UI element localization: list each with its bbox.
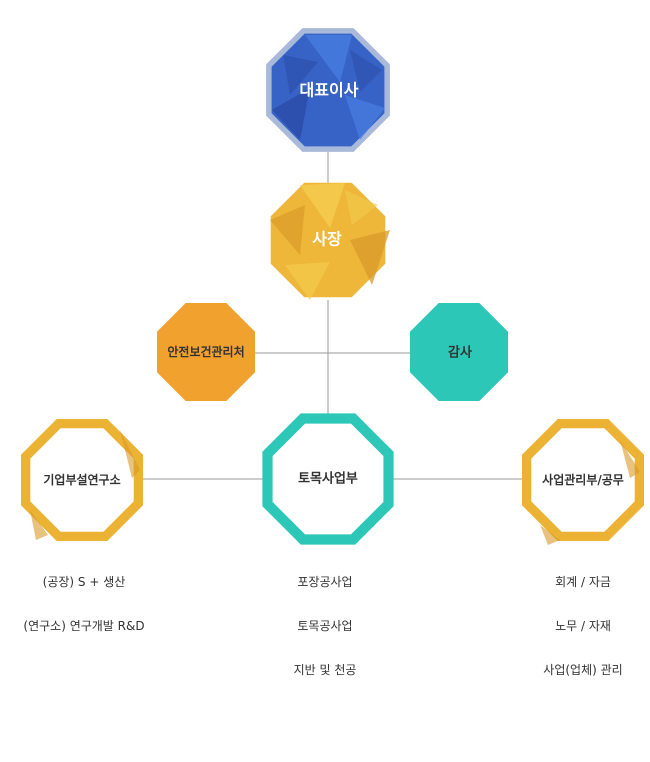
business-subitem: 회계 / 자금: [555, 575, 611, 589]
president-facet-3: [350, 230, 390, 285]
audit-label: 감사: [448, 345, 472, 361]
civil-label: 토목사업부: [298, 471, 358, 487]
connector-lines: [140, 150, 525, 480]
audit-shape: [410, 303, 508, 401]
safety-label: 안전보건관리처: [167, 344, 244, 359]
president-facet-2: [270, 205, 305, 255]
business-node[interactable]: 사업관리부/공무: [522, 419, 644, 545]
business-ring-shade-2: [540, 525, 560, 545]
ceo-facet-4: [283, 55, 318, 95]
president-facet-1: [300, 183, 345, 228]
civil-node[interactable]: 토목사업부: [262, 413, 394, 545]
civil-subitem: 토목공사업: [297, 619, 353, 633]
ceo-facet-5: [350, 50, 382, 92]
business-inner: [531, 428, 635, 532]
research-label: 기업부설연구소: [43, 472, 120, 487]
president-facet-5: [345, 190, 378, 225]
ceo-facet-2: [272, 88, 310, 140]
research-inner: [30, 428, 134, 532]
research-subitem: (공장) S + 생산: [42, 575, 126, 589]
civil-subitem: 지반 및 천공: [293, 663, 357, 677]
ceo-node[interactable]: 대표이사: [266, 28, 390, 152]
civil-subitem: 포장공사업: [297, 575, 353, 589]
research-ring-shade-1: [120, 430, 140, 478]
business-label: 사업관리부/공무: [542, 472, 624, 487]
civil-inner: [272, 423, 384, 535]
business-subitem: 노무 / 자재: [555, 619, 611, 633]
ceo-facet-1: [305, 35, 352, 82]
research-ring-shade-2: [30, 510, 48, 540]
civil-subitems: 포장공사업 토목공사업 지반 및 천공: [225, 560, 425, 692]
president-facet-4: [285, 262, 330, 300]
research-subitems: (공장) S + 생산 (연구소) 연구개발 R&D: [0, 560, 184, 648]
business-subitem: 사업(업체) 관리: [543, 663, 623, 677]
ceo-facet-3: [345, 95, 385, 140]
safety-shape: [157, 303, 255, 401]
president-label: 사장: [312, 230, 342, 249]
business-ring-shade-1: [620, 440, 640, 478]
research-node[interactable]: 기업부설연구소: [21, 419, 143, 541]
ceo-label: 대표이사: [300, 81, 359, 100]
business-subitems: 회계 / 자금 노무 / 자재 사업(업체) 관리: [483, 560, 650, 692]
research-subitem: (연구소) 연구개발 R&D: [23, 619, 145, 633]
president-node[interactable]: 사장: [270, 182, 390, 300]
audit-node[interactable]: 감사: [410, 303, 508, 401]
safety-node[interactable]: 안전보건관리처: [157, 303, 255, 401]
